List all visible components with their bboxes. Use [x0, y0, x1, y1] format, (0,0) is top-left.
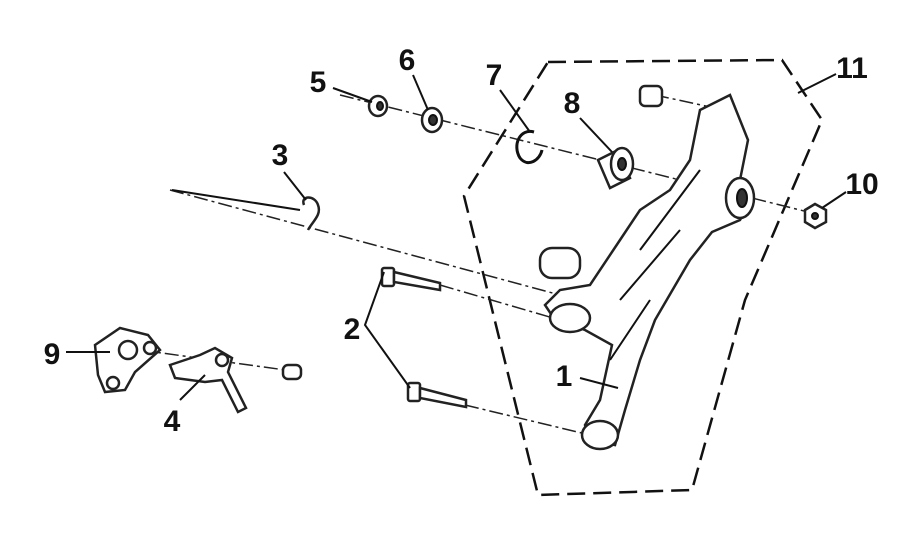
leader-2 — [363, 271, 411, 389]
leader-5 — [332, 87, 373, 103]
axis-line-bolt-upper — [439, 284, 561, 321]
callout-1: 1 — [556, 360, 573, 393]
callout-8: 8 — [564, 87, 581, 120]
part-10-nut — [803, 202, 828, 230]
assembly-outline — [462, 58, 824, 497]
axis-line-middle — [169, 189, 561, 296]
callout-2: 2 — [344, 313, 361, 346]
part-2-bolt-lower — [406, 381, 468, 409]
part-2-bolt-upper — [380, 266, 442, 292]
axis-line-bolt-lower — [464, 404, 591, 436]
leader-7 — [499, 89, 531, 133]
leader-4 — [179, 374, 206, 401]
callout-9: 9 — [44, 338, 61, 371]
leader-6 — [412, 74, 429, 111]
callout-4: 4 — [164, 405, 181, 438]
leader-3 — [283, 171, 307, 201]
part-6-washer — [420, 106, 444, 134]
leader-8 — [579, 117, 613, 153]
leader-10 — [821, 191, 847, 209]
part-cap — [638, 84, 664, 108]
leader-1 — [579, 377, 619, 389]
part-pin — [281, 363, 303, 381]
callout-10: 10 — [845, 168, 878, 201]
axis-line-cap — [654, 94, 716, 109]
callout-3: 3 — [272, 139, 289, 172]
callout-6: 6 — [399, 44, 416, 77]
leader-11 — [797, 73, 837, 94]
part-1-main-bracket — [538, 93, 756, 451]
callout-11: 11 — [836, 52, 868, 85]
callout-7: 7 — [486, 59, 503, 92]
part-9-bracket — [93, 326, 162, 394]
part-8-bushing — [596, 146, 635, 190]
part-5-nut — [367, 94, 389, 118]
callout-5: 5 — [310, 66, 327, 99]
part-4-pedal-arm — [168, 346, 248, 414]
part-7-circlip — [515, 129, 544, 164]
